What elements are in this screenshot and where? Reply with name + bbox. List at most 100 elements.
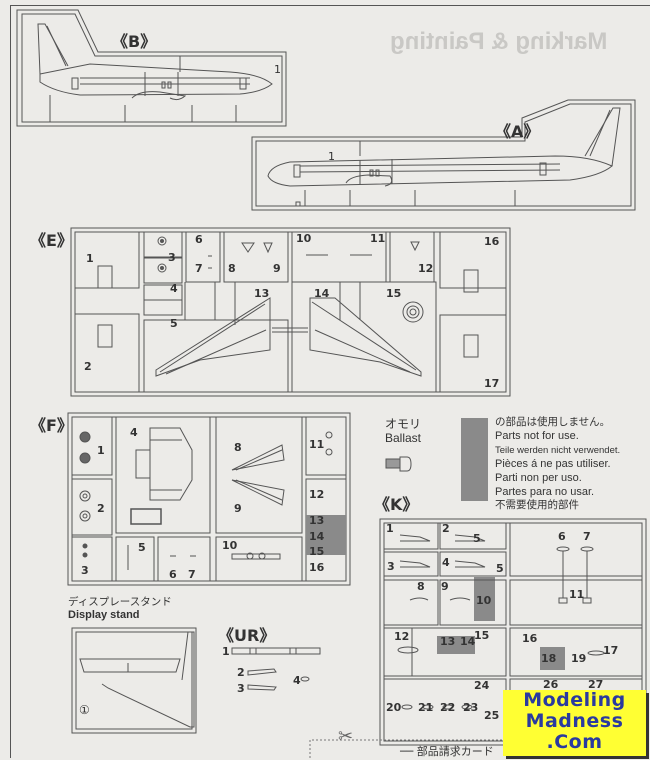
modeling-madness-watermark: Modeling Madness .Com	[503, 690, 646, 756]
sprue-e-part-2: 2	[84, 360, 92, 373]
sprue-k-part-27: 27	[588, 678, 604, 691]
sprue-k-part-19: 19	[571, 652, 587, 665]
sprue-k-part-16: 16	[522, 632, 538, 645]
display-stand-label-en: Display stand	[68, 609, 140, 621]
ballast-screw-icon	[385, 456, 412, 472]
sprue-k-part-21: 21	[418, 701, 434, 714]
sprue-ur-part-4: 4	[293, 674, 301, 687]
sprue-e-part-13: 13	[254, 287, 270, 300]
parts-request-title-text: 部品請求カード	[416, 745, 494, 758]
sprue-e-part-8: 8	[228, 262, 236, 275]
sprue-k-part-14: 14	[460, 635, 476, 648]
sprue-k-part-15: 15	[474, 629, 490, 642]
not-for-use-jp: の部品は使用しません。	[495, 416, 611, 428]
sprue-e-part-6: 6	[195, 233, 203, 246]
unused-part-swatch	[461, 418, 488, 501]
sprue-f-part-4: 4	[130, 426, 138, 439]
sprue-e-part-17: 17	[484, 377, 500, 390]
sprue-k-part-6: 6	[558, 530, 566, 543]
watermark-line-1: Modeling	[523, 689, 626, 711]
sprue-ur-part-1: 1	[222, 645, 230, 658]
sprue-f-part-1: 1	[97, 444, 105, 457]
sprue-ur-part-2: 2	[237, 666, 245, 679]
not-for-use-de: Teile werden nicht verwendet.	[495, 445, 621, 456]
sprue-f-unused-parts	[306, 515, 346, 555]
watermark-line-2: Madness	[525, 710, 624, 732]
not-for-use-fr: Pièces á ne pas utiliser.	[495, 458, 611, 470]
page-border-left	[10, 5, 11, 758]
sprue-f-part-5: 5	[138, 541, 146, 554]
sprue-f-part-6: 6	[169, 568, 177, 581]
ballast-label-en: Ballast	[385, 431, 422, 445]
sprue-ur-label: 《UR》	[218, 626, 276, 645]
sprue-f-part-14: 14	[309, 530, 325, 543]
sprue-k-part-13: 13	[440, 635, 456, 648]
sprue-k-part-25: 25	[484, 709, 500, 722]
sprue-f-part-8: 8	[234, 441, 242, 454]
sprue-e-part-10: 10	[296, 232, 312, 245]
sprue-k-part-9: 9	[441, 580, 449, 593]
sprue-f-part-11: 11	[309, 438, 325, 451]
sprue-k-part-20: 20	[386, 701, 402, 714]
sprue-k-part-17: 17	[603, 644, 619, 657]
sprue-f-label: 《F》	[30, 416, 73, 435]
sprue-a-part-1: 1	[328, 150, 335, 163]
not-for-use-es: Partes para no usar.	[495, 486, 595, 498]
sprue-k-part-24: 24	[474, 679, 490, 692]
sprue-e-part-12: 12	[418, 262, 434, 275]
sprue-k-part-26: 26	[543, 678, 559, 691]
sprue-e-part-5: 5	[170, 317, 178, 330]
sprue-e-part-4: 4	[170, 282, 178, 295]
sprue-e-part-11: 11	[370, 232, 386, 245]
sprue-f-part-7: 7	[188, 568, 196, 581]
scissors-icon: ✂	[338, 726, 354, 747]
sprue-f-part-16: 16	[309, 561, 325, 574]
sprue-e-label: 《E》	[30, 231, 73, 250]
sprue-k-part-4: 4	[442, 556, 450, 569]
page-border-top	[10, 5, 650, 6]
not-for-use-zh: 不需要使用的部件	[495, 499, 579, 511]
sprue-e-part-3: 3	[168, 251, 176, 264]
sprue-e-part-1: 1	[86, 252, 94, 265]
parts-request-card-title: ── 部品請求カード	[400, 745, 494, 758]
sprue-k-part-2: 2	[442, 522, 450, 535]
sprue-k-part-5b: 5	[496, 562, 504, 575]
sprue-e-part-9: 9	[273, 262, 281, 275]
sprue-k-label: 《K》	[374, 495, 419, 514]
display-stand-part-number: ①	[79, 703, 90, 717]
sprue-e-part-15: 15	[386, 287, 402, 300]
sprue-k-part-22: 22	[440, 701, 456, 714]
sprue-k-part-18: 18	[541, 652, 557, 665]
sprue-f-part-12: 12	[309, 488, 325, 501]
sprue-k-part-12: 12	[394, 630, 410, 643]
watermark-line-3: .Com	[546, 731, 603, 753]
sprue-e-part-7: 7	[195, 262, 203, 275]
sprue-k-part-7: 7	[583, 530, 591, 543]
sprue-k-part-23: 23	[463, 701, 479, 714]
display-stand-label-jp: ディスプレースタンド	[68, 596, 172, 608]
sprue-k-part-8: 8	[417, 580, 425, 593]
sprue-k-part-1: 1	[386, 522, 394, 535]
sprue-k-part-5a: 5	[473, 532, 481, 545]
sprue-f-part-3: 3	[81, 564, 89, 577]
not-for-use-en: Parts not for use.	[495, 430, 579, 442]
sprue-f-part-15: 15	[309, 545, 325, 558]
sprue-f-part-13: 13	[309, 514, 325, 527]
sprue-f-part-10: 10	[222, 539, 238, 552]
sprue-k-part-11: 11	[569, 588, 585, 601]
sprue-a-label: 《A》	[495, 122, 540, 141]
sprue-e-part-14: 14	[314, 287, 330, 300]
ballast-label-jp: オモリ	[385, 417, 422, 431]
sprue-b-part-1: 1	[274, 63, 281, 76]
sprue-b-label: 《B》	[112, 32, 157, 51]
sprue-f-part-9: 9	[234, 502, 242, 515]
sprue-k-part-10: 10	[476, 594, 492, 607]
sprue-ur-part-3: 3	[237, 682, 245, 695]
